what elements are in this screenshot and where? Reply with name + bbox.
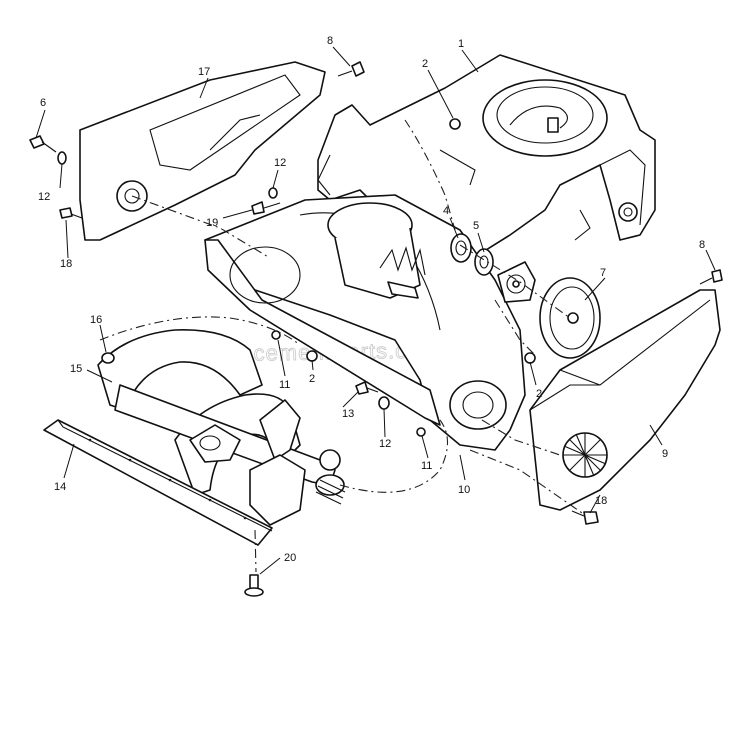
part-15-auger	[97, 329, 346, 526]
callout-16: 16	[90, 314, 102, 326]
part-chute-collar	[327, 202, 426, 299]
part-7-pulley	[539, 277, 601, 359]
callout-12: 12	[274, 157, 286, 169]
callout-labels: 1 2 2 2 4 5 6 7 8 8 9 10 11 11 12 12 12 …	[38, 35, 705, 564]
callout-19: 19	[206, 217, 218, 229]
callout-2: 2	[309, 373, 315, 385]
callout-11: 11	[421, 460, 432, 472]
callout-5: 5	[473, 220, 479, 232]
hardware-bolts-and-washers	[29, 61, 723, 525]
part-14-scraper-bar	[43, 419, 273, 546]
callout-10: 10	[458, 484, 470, 496]
callout-18: 18	[595, 495, 607, 507]
callout-2: 2	[422, 58, 428, 70]
assembly-centerlines	[99, 119, 586, 573]
callout-14: 14	[54, 481, 66, 493]
callout-2: 2	[536, 388, 542, 400]
right-plate-vent-icon	[563, 433, 607, 477]
callout-8: 8	[327, 35, 333, 47]
part-4-5-bearings	[450, 233, 536, 303]
callout-15: 15	[70, 363, 82, 375]
callout-11: 11	[279, 379, 290, 391]
part-9-right-side-plate	[529, 289, 721, 511]
part-10-auger-housing	[204, 194, 526, 451]
part-20-bolt	[244, 574, 264, 597]
callout-13: 13	[342, 408, 354, 420]
callout-6: 6	[40, 97, 46, 109]
callout-12: 12	[379, 438, 391, 450]
callout-20: 20	[284, 552, 296, 564]
callout-4: 4	[443, 205, 449, 217]
callout-leaders	[35, 46, 716, 575]
callout-12: 12	[38, 191, 50, 203]
callout-9: 9	[662, 448, 668, 460]
callout-18: 18	[60, 258, 72, 270]
callout-7: 7	[600, 267, 606, 279]
callout-17: 17	[198, 66, 210, 78]
callout-8: 8	[699, 239, 705, 251]
callout-1: 1	[458, 38, 464, 50]
